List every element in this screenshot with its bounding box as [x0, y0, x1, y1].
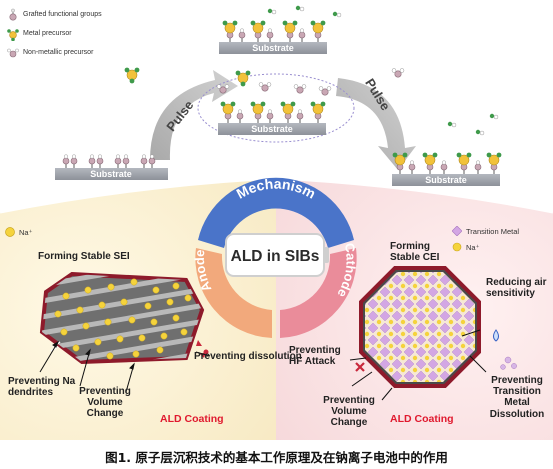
grafted-group-icon	[9, 8, 17, 21]
legend-nonmetal-label: Non-metallic precursor	[23, 49, 94, 56]
mechanism-ring-segment	[198, 177, 354, 248]
legend-grafted-label: Grafted functional groups	[23, 11, 102, 18]
na-ion-icon	[452, 242, 462, 252]
legend-metal-label: Metal precursor	[23, 30, 72, 37]
ald-mechanism-diagram: Pulse Pulse Substrate Substrate Substrat…	[55, 5, 502, 186]
intermediate-state-ellipse	[197, 73, 355, 143]
substrate-label: Substrate	[251, 124, 293, 134]
anode-ald-coating: ALD Coating	[160, 413, 224, 425]
substrate-label: Substrate	[425, 175, 467, 185]
anode-preventing-volume: Preventing Volume Change	[79, 386, 131, 420]
pulse-arrow-right	[336, 78, 416, 170]
anode-layers	[42, 274, 202, 362]
anode-particle	[39, 271, 209, 365]
substrate-final: Substrate	[392, 152, 502, 186]
anode-heading: Forming Stable SEI	[38, 251, 130, 262]
cathode-reducing-air: Reducing air sensitivity	[486, 277, 547, 300]
transition-metal-icon	[452, 226, 462, 236]
anode-preventing-dissolution: Preventing dissolution	[194, 351, 302, 362]
center-title: ALD in SIBs	[231, 248, 320, 265]
metal-precursor-icon	[7, 29, 19, 41]
substrate-label: Substrate	[252, 43, 294, 53]
anode-ring-segment	[195, 248, 272, 338]
substrate-label: Substrate	[90, 169, 132, 179]
cathode-legend-na-label: Na⁺	[466, 243, 480, 252]
pulse-arrow-left	[150, 70, 238, 160]
nonmetal-precursor-icon	[7, 48, 19, 58]
cathode-particle	[359, 266, 481, 388]
cathode-legend-tm-label: Transition Metal	[466, 227, 520, 236]
anode-preventing-dendrites: Preventing Na dendrites	[8, 376, 76, 399]
cathode-heading: Forming Stable CEI	[390, 241, 440, 264]
anode-legend-na-label: Na⁺	[19, 228, 33, 237]
cathode-preventing-tm: Preventing Transition Metal Dissolution	[489, 375, 545, 420]
substrate-initial: Substrate	[55, 154, 168, 180]
air-droplet-icon	[493, 329, 499, 342]
substrate-intermediate: Substrate	[218, 100, 326, 135]
substrate-metal-adsorbed: Substrate	[219, 20, 327, 54]
hf-attack-marker	[355, 362, 365, 372]
cathode-ring-segment	[280, 248, 357, 338]
dissolved-tm	[500, 356, 517, 370]
cathode-preventing-volume: Preventing Volume Change	[323, 395, 375, 429]
top-legend: Grafted functional groups Metal precurso…	[6, 6, 166, 66]
cathode-ald-coating: ALD Coating	[390, 413, 454, 425]
cathode-preventing-hf: Preventing HF Attack	[289, 345, 341, 368]
na-ion-icon	[5, 227, 15, 237]
center-ring: Mechanism Anode Cathode ALD in SIBs	[192, 176, 359, 338]
figure-caption: 图1. 原子层沉积技术的基本工作原理及在钠离子电池中的作用	[105, 450, 448, 465]
